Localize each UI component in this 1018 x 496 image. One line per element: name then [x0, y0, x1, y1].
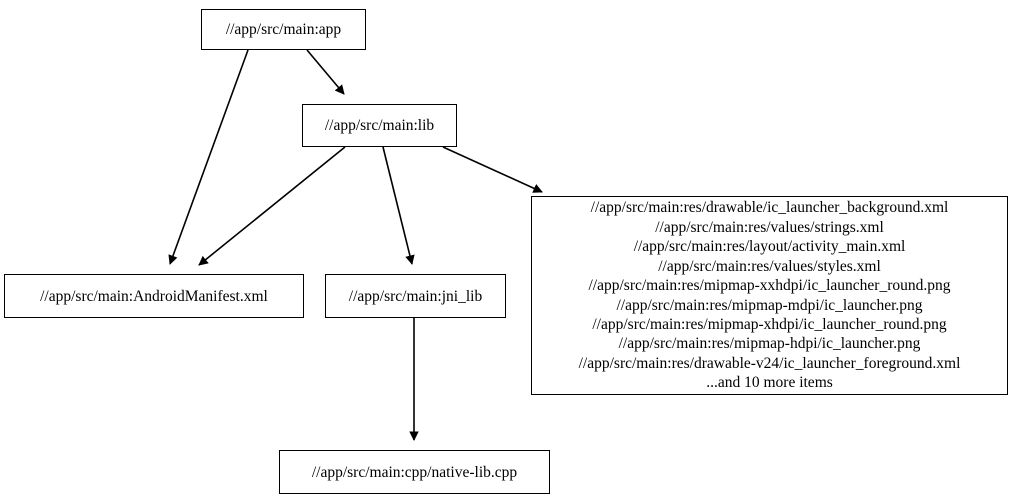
graph-node-resources[interactable]: //app/src/main:res/drawable/ic_launcher_… [531, 196, 1008, 395]
edge-lib-to-manifest [198, 146, 346, 266]
graph-node-native-lib-cpp[interactable]: //app/src/main:cpp/native-lib.cpp [279, 450, 550, 494]
graph-node-lib-label: //app/src/main:lib [324, 117, 435, 134]
graph-node-resources-label: //app/src/main:res/drawable/ic_launcher_… [578, 199, 961, 392]
edge-lib-to-resources [442, 146, 543, 193]
graph-node-native-lib-cpp-label: //app/src/main:cpp/native-lib.cpp [311, 463, 518, 481]
edge-lib-to-jni [382, 146, 415, 265]
graph-node-app[interactable]: //app/src/main:app [201, 9, 366, 50]
graph-node-jni-lib-label: //app/src/main:jni_lib [348, 287, 483, 305]
graph-node-android-manifest[interactable]: //app/src/main:AndroidManifest.xml [4, 274, 304, 318]
graph-node-lib[interactable]: //app/src/main:lib [302, 104, 457, 147]
graph-node-jni-lib[interactable]: //app/src/main:jni_lib [325, 274, 506, 318]
edge-app-to-lib [306, 49, 345, 95]
graph-node-android-manifest-label: //app/src/main:AndroidManifest.xml [40, 287, 268, 305]
graph-node-app-label: //app/src/main:app [225, 21, 342, 38]
edge-app-to-manifest [168, 49, 249, 265]
